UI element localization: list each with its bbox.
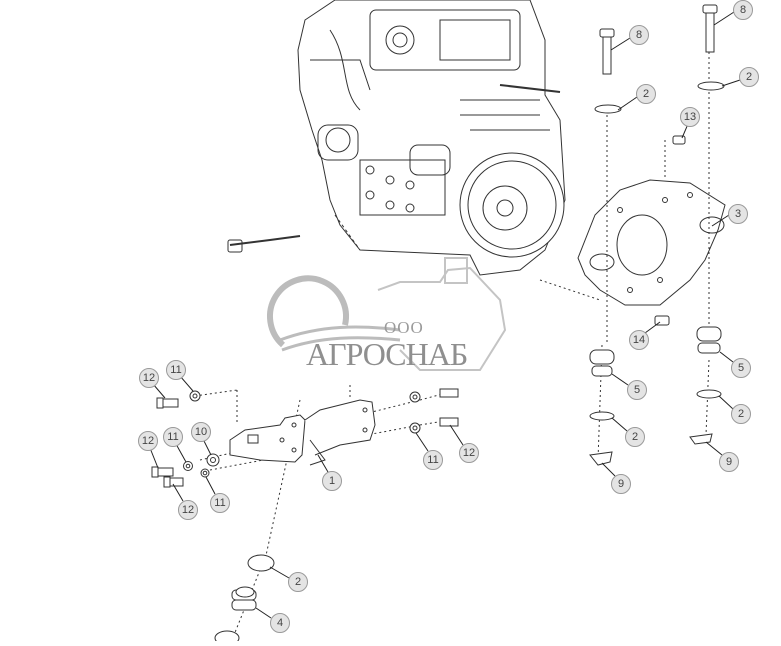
engine-illustration [227,0,566,276]
watermark-combine-icon [377,257,507,371]
part-callout-8: 8 [733,0,753,20]
watermark-logo [267,275,401,352]
flywheel-housing-part-3 [577,179,726,306]
part-callout-12: 12 [138,431,158,451]
part-callout-11: 11 [423,450,443,470]
part-callout-12: 12 [459,443,479,463]
leader-lines [149,11,741,619]
left-fasteners [151,388,459,488]
part-callout-11: 11 [163,427,183,447]
part-callout-8: 8 [629,25,649,45]
part-callout-2: 2 [625,427,645,447]
part-callout-3: 3 [728,204,748,224]
part-callout-2: 2 [636,84,656,104]
part-callout-14: 14 [629,330,649,350]
part-callout-2: 2 [731,404,751,424]
part-callout-9: 9 [611,474,631,494]
part-callout-11: 11 [166,360,186,380]
part-callout-5: 5 [731,358,751,378]
part-callout-4: 4 [270,613,290,633]
part-callout-5: 5 [627,380,647,400]
part-callout-11: 11 [210,493,230,513]
part-callout-9: 9 [719,452,739,472]
rubber-mounts [231,326,722,611]
part-callout-12: 12 [139,368,159,388]
watermark-company-name: АГРОСНАБ [306,336,468,372]
part-callout-10: 10 [191,422,211,442]
bolts-part-8 [599,4,718,75]
clips-part-9 [589,433,713,466]
part-callout-2: 2 [739,67,759,87]
washers-part-2 [214,81,725,646]
part-callout-13: 13 [680,107,700,127]
part-callout-1: 1 [322,471,342,491]
bracket-part-1 [229,399,376,466]
part-callout-12: 12 [178,500,198,520]
part-callout-2: 2 [288,572,308,592]
watermark-prefix: ООО [384,318,424,337]
